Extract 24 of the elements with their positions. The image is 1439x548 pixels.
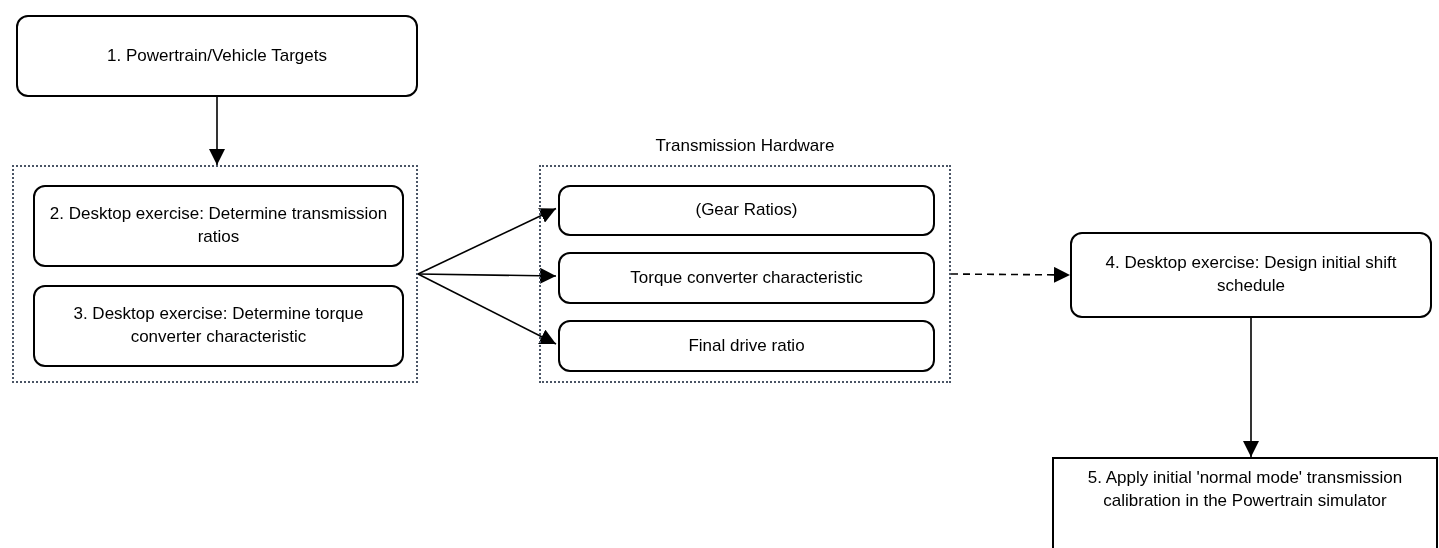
group-heading: Transmission Hardware [654, 135, 836, 157]
box-text: 5. Apply initial 'normal mode' transmission calibration in the Powertrain simulator [1086, 467, 1404, 512]
box-text: 1. Powertrain/Vehicle Targets [107, 44, 327, 67]
arrow [209, 96, 225, 166]
arrow [950, 266, 1071, 283]
process-box [1070, 232, 1432, 318]
process-box [558, 252, 935, 304]
arrow [1243, 317, 1259, 458]
box-text: 4. Desktop exercise: Design initial shift schedule [1104, 252, 1398, 297]
box-text: Final drive ratio [688, 334, 805, 357]
process-box [33, 185, 404, 267]
arrow [417, 267, 557, 284]
process-box [1052, 457, 1438, 548]
process-box [33, 285, 404, 367]
box-text: 3. Desktop exercise: Determine torque converter characteristic [72, 303, 365, 348]
process-box [558, 320, 935, 372]
process-box [558, 185, 935, 236]
box-text: (Gear Ratios) [695, 199, 798, 222]
box-text: Torque converter characteristic [630, 266, 863, 289]
process-box [16, 15, 418, 97]
box-text: 2. Desktop exercise: Determine transmission ratios [48, 203, 389, 248]
group-frame [12, 165, 418, 383]
arrow [417, 273, 557, 345]
arrow [417, 207, 557, 275]
